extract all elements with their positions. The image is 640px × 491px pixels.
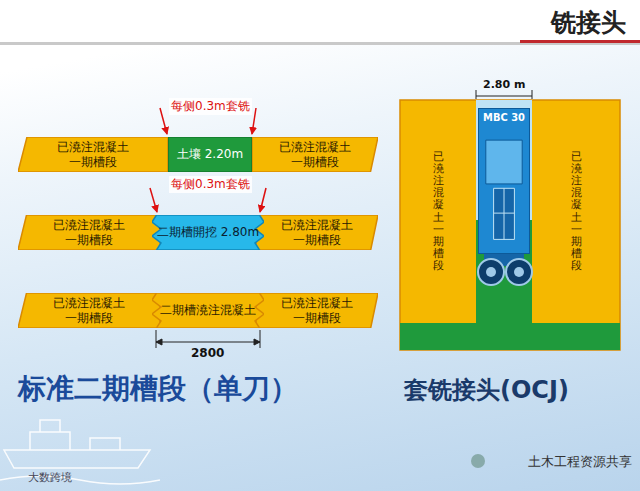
- concrete-ground: [400, 100, 620, 350]
- segment-label: 已澆注混凝土 一期槽段: [280, 218, 354, 247]
- header-band: [0, 0, 640, 44]
- trench-segment: 已澆注混凝土 一期槽段: [256, 215, 378, 250]
- dimension-text: 2800: [191, 346, 224, 360]
- trench-segment: 二期槽澆注混凝土: [152, 293, 264, 328]
- soil-base: [400, 323, 620, 350]
- segment-shape: [478, 108, 530, 254]
- trench-segment: 已澆注混凝土 一期槽段: [256, 293, 378, 328]
- callout-arrows: [150, 108, 266, 212]
- trench-segment: 已澆注混凝土 一期槽段: [18, 137, 168, 172]
- segment-label: 已澆注混凝土 一期槽段: [52, 296, 126, 325]
- milling-machine: MBC 30: [478, 108, 530, 254]
- segment-label: 土壤 2.20m: [177, 147, 243, 161]
- concrete-panel: 已澆注混凝土一期槽段: [400, 100, 476, 323]
- watermark: 大数跨境: [28, 470, 72, 485]
- trench-segment: 已澆注混凝土 一期槽段: [18, 293, 160, 328]
- callout-note: 每侧0.3m套铣: [169, 176, 252, 193]
- segment-label: 二期槽開挖 2.80m: [157, 225, 259, 239]
- dimension-line: [476, 90, 532, 99]
- segment-label: 已澆注混凝土 一期槽段: [278, 140, 352, 169]
- segment-label: 已澆注混凝土 一期槽段: [280, 296, 354, 325]
- concrete-panel: 已澆注混凝土一期槽段: [532, 100, 620, 323]
- ship-watermark: [0, 420, 160, 484]
- trench-segment: 土壤 2.20m: [168, 137, 252, 172]
- segment-label: 已澆注混凝土 一期槽段: [56, 140, 130, 169]
- segment-label: 二期槽澆注混凝土: [160, 303, 256, 317]
- cutter-wheels: [478, 252, 532, 285]
- caption-text: 套铣接头(OCJ): [404, 374, 569, 406]
- segment-label: 已澆注混凝土一期槽段: [433, 151, 444, 272]
- callout-note: 每侧0.3m套铣: [169, 98, 252, 115]
- dimension-line: [156, 330, 260, 348]
- machine-label: MBC 30: [483, 112, 525, 124]
- slot-trench: [476, 100, 532, 325]
- caption-text: 标准二期槽段（单刀）: [18, 370, 298, 408]
- segment-label: 已澆注混凝土 一期槽段: [52, 218, 126, 247]
- trench-segment: 已澆注混凝土 一期槽段: [18, 215, 160, 250]
- segment-label: 已澆注混凝土一期槽段: [571, 151, 582, 272]
- trench-segment: 已澆注混凝土 一期槽段: [252, 137, 378, 172]
- header-accent: [520, 40, 640, 43]
- dimension-text: 2.80 m: [483, 78, 525, 91]
- trench-segment: 二期槽開挖 2.80m: [152, 215, 264, 250]
- watermark: 土木工程资源共享: [528, 453, 632, 471]
- slide-title: 铣接头: [551, 6, 626, 39]
- wechat-icon: [471, 454, 485, 468]
